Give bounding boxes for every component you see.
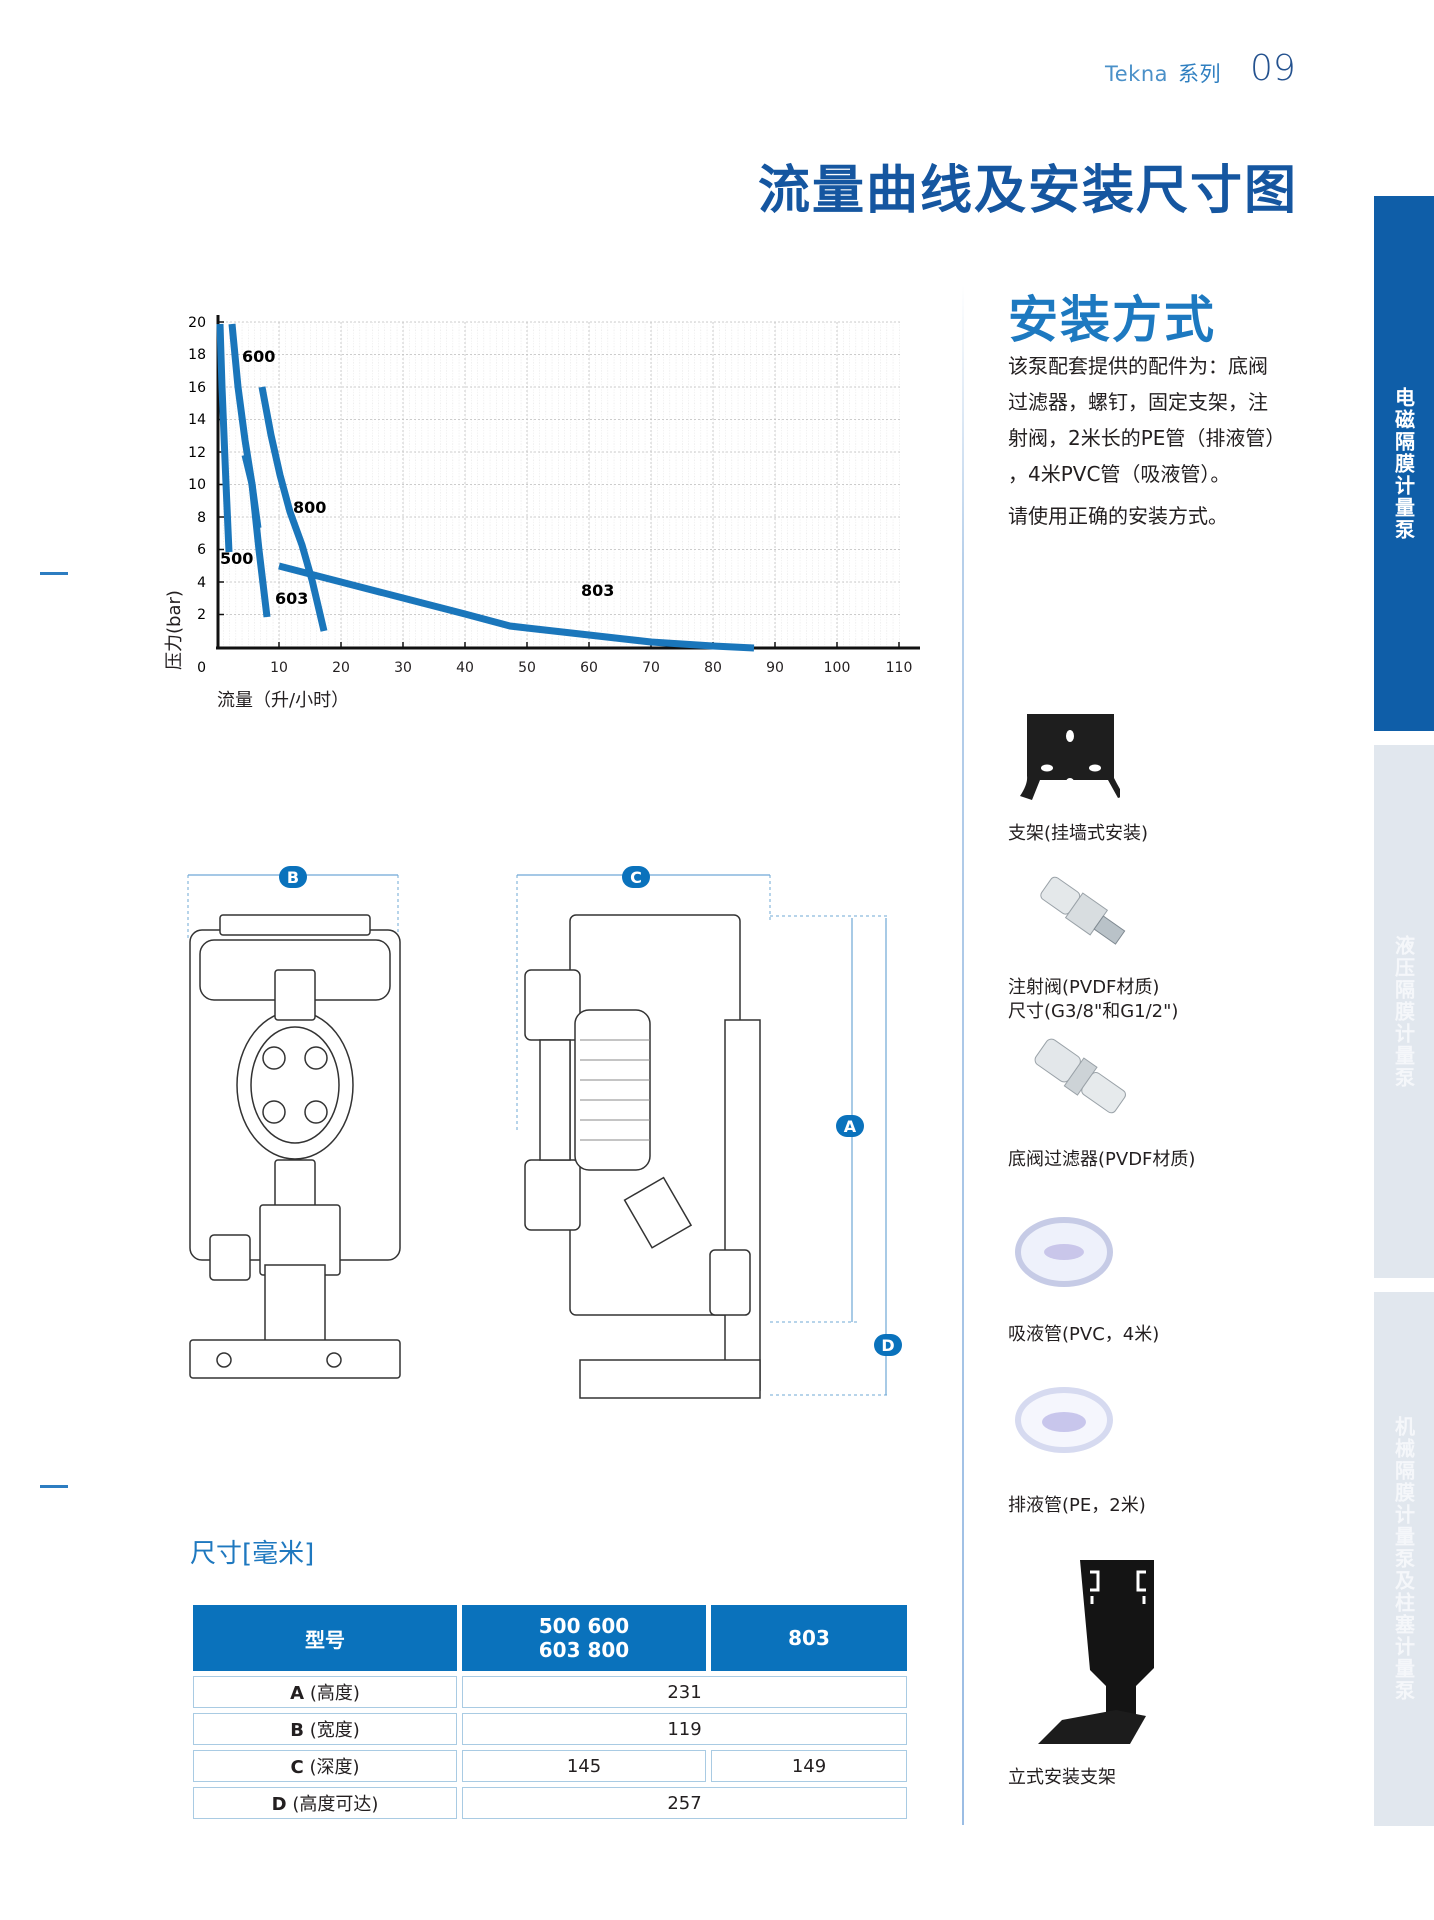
y-tick: 20 (188, 315, 206, 331)
install-note: 请使用正确的安装方式。 (1008, 504, 1228, 528)
table-row: A (高度) 231 (193, 1676, 907, 1708)
margin-marker (40, 1485, 68, 1488)
series-label-603: 603 (275, 589, 308, 608)
flow-pressure-chart: 600 500 603 800 803 20 18 16 14 12 10 8 … (164, 315, 920, 711)
x-tick: 70 (642, 660, 660, 676)
x-tick: 10 (270, 660, 288, 676)
series-label-600: 600 (242, 347, 275, 366)
y-tick: 14 (188, 412, 206, 428)
header-models-line2: 603 800 (538, 1638, 630, 1662)
row-value: 145 (462, 1750, 706, 1782)
injection-valve-image (1040, 876, 1126, 945)
brand-name: Tekna (1105, 62, 1169, 86)
row-label: D (高度可达) (193, 1787, 457, 1819)
row-value: 149 (711, 1750, 907, 1782)
y-tick: 18 (188, 347, 206, 363)
series-label-500: 500 (220, 549, 253, 568)
header-models-group: 500 600 603 800 (462, 1605, 706, 1671)
accessory-label-foot-valve: 底阀过滤器(PVDF材质) (1008, 1149, 1196, 1170)
y-tick: 6 (197, 542, 206, 558)
side-tab-mechanical[interactable]: 机械隔膜计量泵及柱塞计量泵 (1374, 1292, 1434, 1826)
x-tick: 90 (766, 660, 784, 676)
injection-valve-material: 注射阀(PVDF材质) (1008, 977, 1160, 998)
floor-stand-image (1038, 1560, 1154, 1744)
y-tick: 12 (188, 445, 206, 461)
dimension-badge-c: C (622, 866, 650, 888)
page-number: 09 (1250, 48, 1296, 89)
margin-marker (40, 572, 68, 575)
table-row: C (深度) 145 149 (193, 1750, 907, 1782)
x-tick: 50 (518, 660, 536, 676)
series-word: 系列 (1178, 62, 1222, 86)
y-tick: 2 (197, 607, 206, 623)
side-tab-hydraulic[interactable]: 液压隔膜计量泵 (1374, 745, 1434, 1278)
suction-tube-image (1015, 1217, 1113, 1287)
x-axis-label: 流量（升/小时） (217, 690, 349, 711)
y-tick: 4 (197, 575, 206, 591)
y-tick: 16 (188, 380, 206, 396)
row-label: B (宽度) (193, 1713, 457, 1745)
row-value: 119 (462, 1713, 907, 1745)
foot-valve-filter-image (1034, 1038, 1126, 1114)
column-divider (962, 285, 964, 1825)
y-tick: 8 (197, 510, 206, 526)
install-line: ，4米PVC管（吸液管）。 (1008, 462, 1231, 486)
side-tab-label: 液压隔膜计量泵 (1391, 934, 1416, 1089)
discharge-tube-image (1015, 1387, 1113, 1453)
y-tick: 10 (188, 477, 206, 493)
curve-803 (278, 562, 755, 652)
header-model-803: 803 (711, 1605, 907, 1671)
curve-500 (216, 323, 233, 553)
side-tab-electromagnetic[interactable]: 电磁隔膜计量泵 (1374, 196, 1434, 731)
series-label: Tekna 系列 (1105, 58, 1221, 88)
install-line: 该泵配套提供的配件为：底阀 (1008, 354, 1268, 378)
y-tick: 0 (197, 660, 206, 676)
row-label: A (高度) (193, 1676, 457, 1708)
dimensions-table: 型号 500 600 603 800 803 A (高度) 231 B (宽度)… (188, 1600, 912, 1824)
dimensions-title: 尺寸[毫米] (190, 1539, 315, 1569)
page-title: 流量曲线及安装尺寸图 (758, 161, 1299, 221)
dimension-badge-b: B (279, 866, 307, 888)
injection-valve-size: 尺寸(G3/8"和G1/2") (1008, 1001, 1179, 1022)
table-header-row: 型号 500 600 603 800 803 (193, 1605, 907, 1671)
install-line: 过滤器，螺钉，固定支架，注 (1008, 390, 1268, 414)
header-model: 型号 (193, 1605, 457, 1671)
dimension-badge-d: D (874, 1334, 902, 1356)
install-line: 射阀，2米长的PE管（排液管） (1008, 426, 1286, 450)
series-label-800: 800 (293, 498, 326, 517)
x-tick: 80 (704, 660, 722, 676)
row-value: 257 (462, 1787, 907, 1819)
install-title: 安装方式 (1008, 291, 1216, 349)
curve-603 (241, 454, 262, 529)
accessory-label-suction-tube: 吸液管(PVC，4米) (1008, 1324, 1160, 1345)
accessory-label-floor-stand: 立式安装支架 (1008, 1767, 1116, 1788)
header-models-line1: 500 600 (538, 1614, 630, 1638)
row-value: 231 (462, 1676, 907, 1708)
x-tick: 60 (580, 660, 598, 676)
dimension-badge-a: A (836, 1115, 864, 1137)
table-row: D (高度可达) 257 (193, 1787, 907, 1819)
curve-800 (258, 386, 328, 632)
row-label: C (深度) (193, 1750, 457, 1782)
table-row: B (宽度) 119 (193, 1713, 907, 1745)
side-tab-label: 电磁隔膜计量泵 (1391, 386, 1416, 541)
side-tab-label: 机械隔膜计量泵及柱塞计量泵 (1391, 1416, 1416, 1702)
x-tick: 30 (394, 660, 412, 676)
x-tick: 110 (886, 660, 913, 676)
x-tick: 100 (824, 660, 851, 676)
install-description: 该泵配套提供的配件为：底阀 过滤器，螺钉，固定支架，注 射阀，2米长的PE管（排… (1008, 348, 1338, 534)
y-axis-label: 压力(bar) (164, 590, 185, 670)
accessory-label-discharge-tube: 排液管(PE，2米) (1008, 1495, 1146, 1516)
series-label-803: 803 (581, 581, 614, 600)
accessory-label-injection-valve: 注射阀(PVDF材质) 尺寸(G3/8"和G1/2") (1008, 976, 1178, 1024)
x-tick: 20 (332, 660, 350, 676)
wall-bracket-image (1020, 714, 1120, 800)
accessory-label-wall-bracket: 支架(挂墙式安装) (1008, 823, 1149, 844)
pump-dimension-drawing (187, 874, 890, 1399)
x-tick: 40 (456, 660, 474, 676)
